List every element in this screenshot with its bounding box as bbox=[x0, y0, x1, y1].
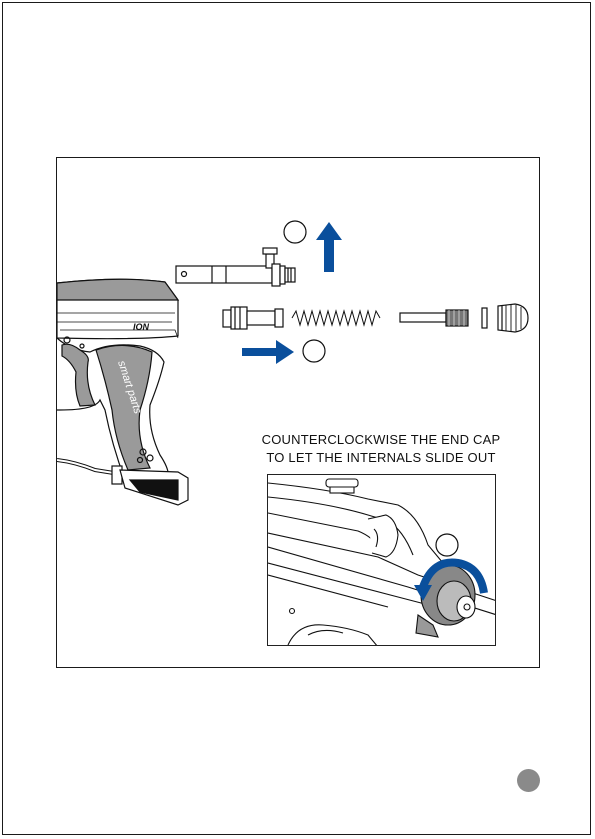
end-cap bbox=[415, 564, 476, 638]
arrow-right-icon bbox=[242, 340, 294, 364]
end-cap-detail-inset bbox=[267, 474, 496, 646]
arrow-up-icon bbox=[316, 222, 342, 272]
end-cap-detail-drawing bbox=[268, 478, 495, 645]
step-circle-lower bbox=[302, 339, 326, 363]
page-number-badge bbox=[517, 769, 540, 792]
step-circle-upper bbox=[283, 220, 307, 244]
counterclockwise-arrow-icon bbox=[414, 558, 488, 601]
marker-body: ION smart parts bbox=[57, 278, 189, 506]
instruction-caption: COUNTERCLOCKWISE THE END CAP TO LET THE … bbox=[236, 431, 526, 467]
instruction-line-2: TO LET THE INTERNALS SLIDE OUT bbox=[266, 450, 496, 465]
figure-frame bbox=[56, 157, 540, 668]
gun-logo: ION bbox=[133, 322, 150, 332]
step-circle-inset bbox=[435, 533, 459, 557]
internals-row bbox=[222, 303, 529, 333]
bolt-assembly bbox=[175, 247, 296, 287]
instruction-line-1: COUNTERCLOCKWISE THE END CAP bbox=[261, 432, 501, 447]
